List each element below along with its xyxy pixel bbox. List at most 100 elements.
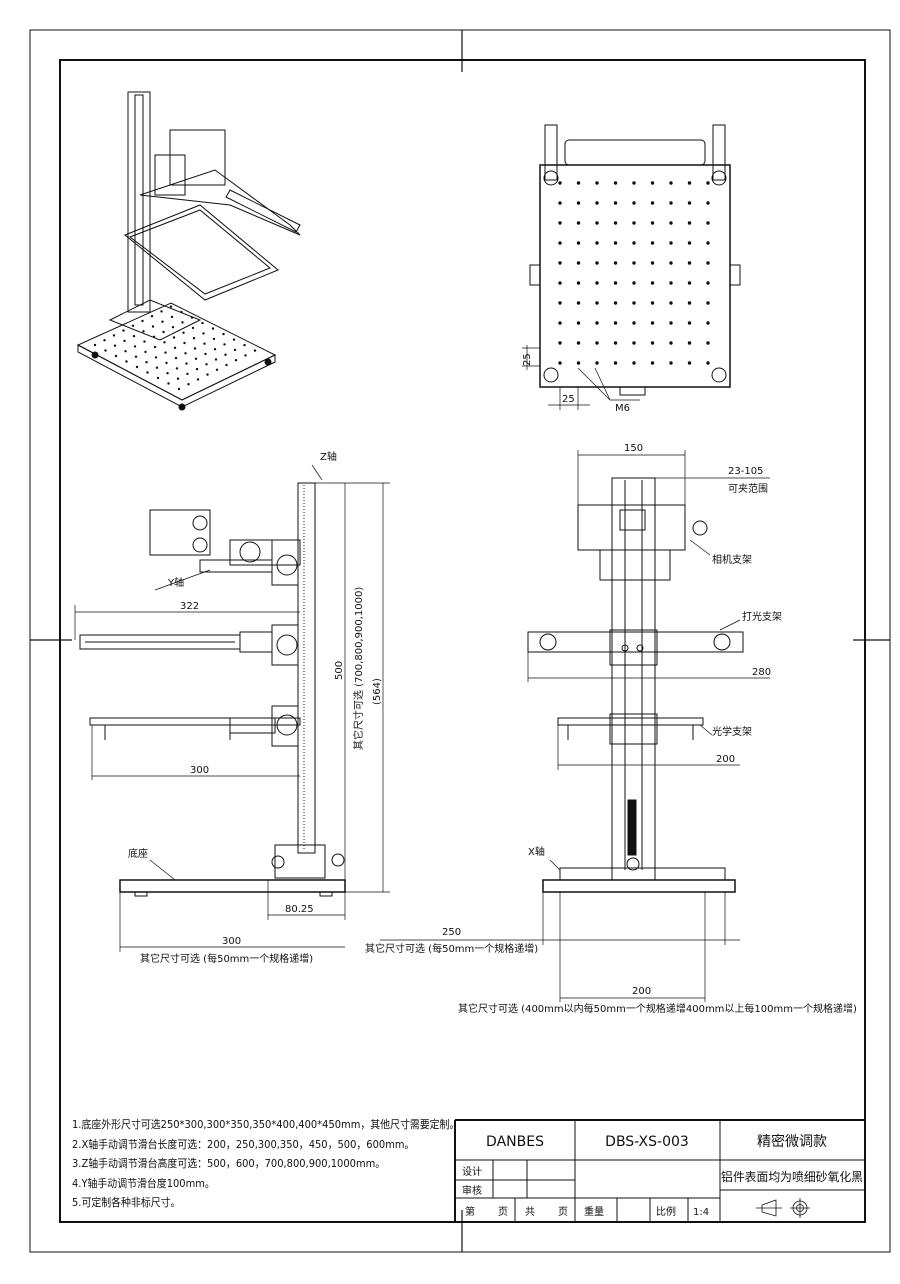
mounting-hole [687, 201, 692, 205]
note-item: 2.X轴手动调节滑台长度可选：200，250,300,350，450，500，6… [72, 1137, 415, 1151]
mounting-hole [194, 357, 198, 360]
mounting-hole [176, 377, 180, 380]
mounting-hole [135, 365, 139, 369]
mounting-hole [161, 320, 164, 323]
scale-value: 1:4 [693, 1207, 709, 1218]
isometric-view [76, 91, 301, 411]
camera-mount-label: 相机支架 [712, 553, 752, 566]
dim-150: 150 [624, 443, 643, 454]
mounting-hole [650, 181, 655, 185]
mounting-hole [650, 221, 655, 225]
mounting-hole [595, 341, 599, 345]
mounting-hole [613, 281, 618, 285]
mounting-hole [706, 361, 710, 365]
dim-250: 250 [442, 927, 461, 938]
note-item: 3.Z轴手动调节滑台高度可选：500，600，700,800,900,1000m… [72, 1157, 386, 1170]
mounting-hole [632, 341, 636, 345]
review-label: 审核 [462, 1184, 482, 1197]
base-size-note: 其它尺寸可选 (每50mm一个规格递增) [140, 952, 313, 965]
mounting-hole [632, 261, 636, 265]
mounting-hole [222, 332, 225, 336]
dim-322: 322 [180, 601, 199, 612]
mounting-hole [203, 342, 206, 345]
plan-view [522, 124, 741, 410]
mounting-hole [558, 241, 562, 245]
page-unit: 页 [498, 1206, 508, 1218]
mounting-hole [669, 321, 673, 325]
dim-500: 500 [334, 661, 345, 680]
mounting-hole [204, 352, 207, 356]
mounting-hole [613, 301, 618, 305]
mounting-hole [244, 354, 247, 357]
total-unit: 页 [558, 1206, 568, 1218]
mounting-hole [155, 366, 159, 369]
mounting-hole [177, 387, 181, 391]
mounting-hole [201, 321, 204, 325]
scale-label: 比例 [656, 1205, 676, 1218]
mounting-hole [253, 349, 257, 352]
total-label: 共 [525, 1206, 535, 1218]
title-block [454, 1119, 865, 1222]
mounting-hole [595, 181, 599, 185]
mounting-hole [104, 349, 107, 352]
mounting-hole [558, 321, 562, 325]
mounting-hole [650, 261, 655, 265]
dim-280: 280 [752, 667, 771, 678]
mounting-hole [150, 315, 154, 318]
mounting-hole [595, 201, 599, 205]
mounting-hole [595, 321, 599, 325]
mounting-hole [125, 360, 128, 363]
mounting-hole [576, 261, 581, 265]
mounting-hole [687, 181, 692, 185]
mounting-hole [687, 241, 692, 245]
dim-200-arm: 200 [716, 754, 735, 765]
mounting-hole [133, 345, 137, 348]
mounting-hole [613, 261, 618, 265]
mounting-hole [632, 201, 636, 205]
mounting-hole [195, 367, 199, 371]
mounting-hole [233, 348, 237, 352]
mounting-hole [706, 221, 710, 225]
weight-label: 重量 [584, 1205, 604, 1218]
mounting-hole [576, 241, 581, 245]
mounting-hole [173, 346, 177, 349]
mounting-hole [687, 261, 692, 265]
mounting-hole [103, 339, 106, 342]
mounting-hole [172, 336, 176, 339]
mounting-hole [650, 341, 655, 345]
mounting-hole [669, 201, 673, 205]
mounting-hole [123, 339, 126, 343]
mounting-hole [212, 337, 216, 341]
mounting-hole [706, 341, 710, 345]
mounting-hole [669, 241, 673, 245]
light-mount-label: 打光支架 [742, 610, 782, 623]
mounting-hole [576, 361, 581, 365]
mounting-hole [223, 343, 226, 346]
mounting-hole [143, 340, 146, 343]
mounting-hole [162, 330, 165, 334]
x-axis-label: X轴 [528, 845, 545, 858]
drawing-number: DBS-XS-003 [605, 1134, 689, 1150]
mounting-hole [558, 341, 562, 345]
mounting-hole [558, 221, 562, 225]
mounting-hole [613, 321, 618, 325]
mounting-hole [141, 319, 144, 323]
mounting-hole [669, 281, 673, 285]
mounting-hole [187, 383, 190, 386]
mounting-hole [595, 301, 599, 305]
mounting-hole [595, 361, 599, 365]
mounting-hole [669, 221, 673, 225]
mounting-hole [558, 201, 562, 205]
mounting-hole [595, 281, 599, 285]
plan-dim-y: 25 [522, 353, 533, 366]
mounting-hole [613, 241, 618, 245]
side-view [74, 464, 390, 952]
mounting-hole [191, 326, 195, 330]
mounting-hole [151, 325, 155, 328]
mounting-hole [167, 382, 170, 385]
plan-hole-label: M6 [615, 403, 630, 414]
mounting-hole [134, 355, 138, 358]
mounting-hole [142, 330, 145, 333]
mounting-hole [193, 347, 197, 350]
